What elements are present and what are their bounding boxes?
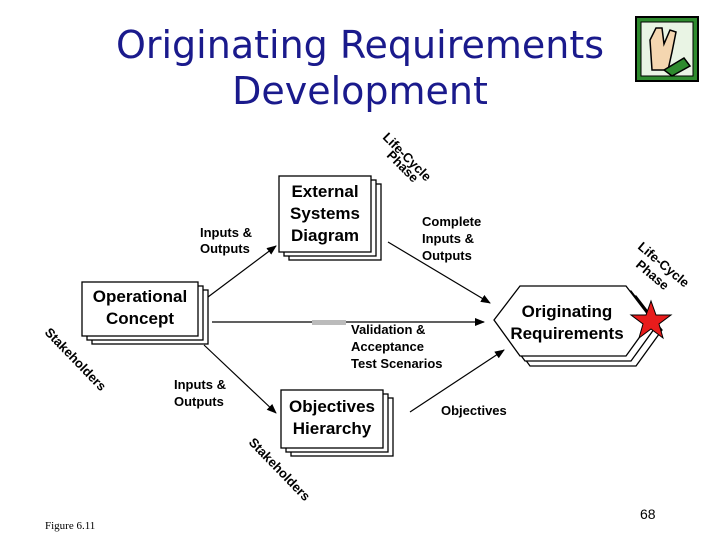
label-validation-acceptance: Validation & Acceptance Test Scenarios: [351, 322, 443, 371]
life-cycle-phase-top: Life-Cycle Phase: [380, 130, 435, 186]
svg-text:Inputs &: Inputs &: [422, 231, 474, 246]
raised-hand-icon: [635, 16, 699, 82]
svg-text:Outputs: Outputs: [422, 248, 472, 263]
arrows: [203, 241, 505, 414]
svg-text:Test Scenarios: Test Scenarios: [351, 356, 443, 371]
label-inputs-outputs-top: Inputs & Outputs: [200, 225, 252, 256]
red-star-icon: [629, 299, 673, 340]
operational-concept-box: Operational Concept: [81, 281, 209, 345]
life-cycle-phase-right: Life-Cycle Phase: [633, 239, 692, 293]
operational-line-2: Concept: [106, 309, 174, 328]
external-systems-diagram-box: External Systems Diagram: [278, 175, 382, 261]
originating-requirements-box: Originating Requirements: [493, 285, 663, 367]
objectives-line-2: Hierarchy: [293, 419, 372, 438]
label-complete-inputs-outputs: Complete Inputs & Outputs: [422, 214, 481, 263]
operational-line-1: Operational: [93, 287, 187, 306]
svg-text:Outputs: Outputs: [200, 241, 250, 256]
svg-text:Acceptance: Acceptance: [351, 339, 424, 354]
external-line-3: Diagram: [291, 226, 359, 245]
page-number: 68: [640, 506, 656, 522]
label-objectives: Objectives: [441, 403, 507, 418]
arrow-label-bar: [312, 320, 346, 325]
slide-title: Originating Requirements Development: [80, 22, 640, 114]
arrow-operational-to-objectives: [203, 344, 277, 414]
label-inputs-outputs-bottom: Inputs & Outputs: [174, 377, 226, 409]
figure-caption: Figure 6.11: [45, 520, 96, 532]
external-line-2: Systems: [290, 204, 360, 223]
external-line-1: External: [291, 182, 358, 201]
arrow-objectives-to-originating: [409, 349, 505, 413]
svg-text:Complete: Complete: [422, 214, 481, 229]
arrow-external-to-originating: [387, 241, 491, 304]
svg-text:Inputs &: Inputs &: [174, 377, 226, 392]
objectives-line-1: Objectives: [289, 397, 375, 416]
originating-line-1: Originating: [522, 302, 613, 321]
arrow-operational-to-external: [203, 245, 277, 301]
originating-line-2: Requirements: [510, 324, 623, 343]
svg-text:Inputs &: Inputs &: [200, 225, 252, 240]
svg-text:Outputs: Outputs: [174, 394, 224, 409]
title-line-1: Originating Requirements: [115, 23, 605, 67]
title-line-2: Development: [232, 69, 488, 113]
objectives-hierarchy-box: Objectives Hierarchy: [280, 389, 394, 457]
svg-text:Validation &: Validation &: [351, 322, 425, 337]
